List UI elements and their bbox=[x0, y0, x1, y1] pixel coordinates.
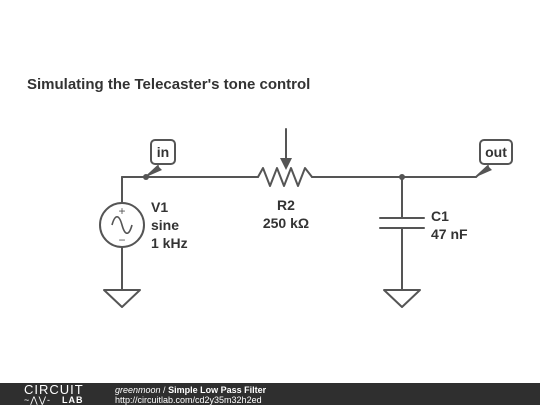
author-link[interactable]: greenmoon bbox=[115, 385, 161, 395]
voltage-source-v1[interactable]: + − bbox=[99, 176, 145, 291]
r2-value-label: 250 kΩ bbox=[263, 215, 309, 231]
input-port[interactable]: in bbox=[145, 139, 176, 178]
footer-credit: greenmoon / Simple Low Pass Filter bbox=[115, 385, 266, 395]
wiper-arrow-icon bbox=[280, 158, 292, 170]
circuit-url-link[interactable]: http://circuitlab.com/cd2y35m32h2ed bbox=[115, 395, 262, 405]
output-port-label: out bbox=[485, 144, 507, 160]
ground-icon-v1 bbox=[103, 289, 141, 308]
sine-wave-icon bbox=[111, 215, 133, 235]
v1-ref-label: V1 bbox=[151, 199, 168, 215]
logo-text-bottom: LAB bbox=[62, 395, 84, 405]
ground-icon-c1 bbox=[383, 289, 421, 308]
v1-type-label: sine bbox=[151, 217, 179, 233]
circuit-schematic: in out + − V1 sine 1 kHz R2 bbox=[99, 128, 513, 308]
plus-icon: + bbox=[118, 204, 125, 218]
minus-icon: − bbox=[118, 233, 125, 247]
potentiometer-r2[interactable] bbox=[257, 128, 313, 187]
output-port[interactable]: out bbox=[475, 139, 513, 178]
schematic-title: Simulating the Telecaster's tone control bbox=[27, 76, 311, 93]
schematic-page: Simulating the Telecaster's tone control… bbox=[0, 76, 540, 415]
c1-value-label: 47 nF bbox=[431, 226, 468, 242]
r2-ref-label: R2 bbox=[277, 197, 295, 213]
footer-bar: CIRCUIT ~⋀⋁-▶|- LAB greenmoon / Simple L… bbox=[0, 382, 540, 415]
v1-value-label: 1 kHz bbox=[151, 235, 188, 251]
capacitor-c1[interactable] bbox=[379, 176, 425, 291]
input-port-label: in bbox=[157, 144, 169, 160]
c1-ref-label: C1 bbox=[431, 208, 449, 224]
credit-separator: / bbox=[160, 385, 169, 395]
logo-waveform-icon: ~⋀⋁-▶|- bbox=[24, 395, 52, 415]
circuit-name: Simple Low Pass Filter bbox=[168, 385, 267, 395]
logo-text-top: CIRCUIT bbox=[24, 382, 84, 397]
